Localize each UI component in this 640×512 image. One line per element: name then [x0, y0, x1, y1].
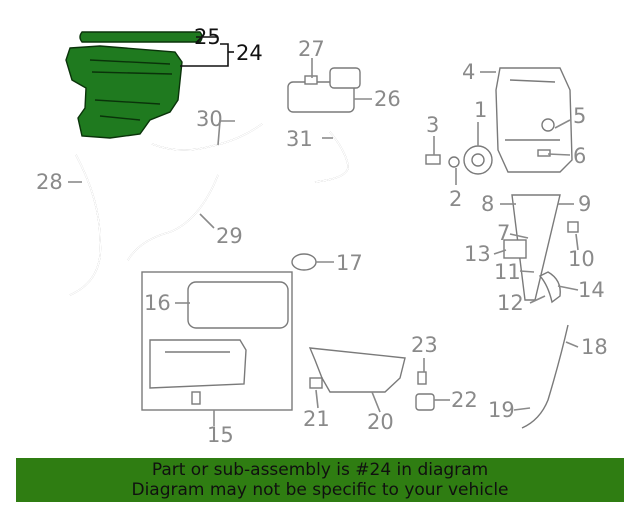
part-25-gasket[interactable]: [79, 31, 203, 43]
callout-7[interactable]: 7: [497, 221, 510, 245]
callout-21[interactable]: 21: [303, 407, 330, 431]
callout-3[interactable]: 3: [426, 113, 439, 137]
banner-line-1: Part or sub-assembly is #24 in diagram: [151, 460, 489, 480]
callout-25[interactable]: 25: [194, 25, 221, 49]
callout-22[interactable]: 22: [451, 388, 478, 412]
callout-17[interactable]: 17: [336, 251, 363, 275]
callout-13[interactable]: 13: [464, 242, 491, 266]
callout-27[interactable]: 27: [298, 37, 325, 61]
callout-8[interactable]: 8: [481, 192, 494, 216]
parts-diagram: 1 2 3 4 5 6 7 8 9 10 11 12 13 14 15 16 1…: [36, 25, 608, 447]
callout-29[interactable]: 29: [216, 224, 243, 248]
callout-20[interactable]: 20: [367, 410, 394, 434]
part-4-timing-cover[interactable]: [495, 67, 573, 173]
callout-1[interactable]: 1: [474, 98, 487, 122]
callout-28[interactable]: 28: [36, 170, 63, 194]
callout-19[interactable]: 19: [488, 398, 515, 422]
callout-10[interactable]: 10: [568, 247, 595, 271]
part-6-bolt[interactable]: [537, 149, 551, 157]
callout-2[interactable]: 2: [449, 187, 462, 211]
part-valve-cover[interactable]: [149, 339, 247, 389]
part-27-cap[interactable]: [304, 75, 318, 85]
part-2-washer[interactable]: [448, 156, 460, 168]
part-24-intake-manifold[interactable]: [65, 45, 183, 139]
callout-24[interactable]: 24: [236, 41, 263, 65]
part-30-hose[interactable]: [151, 123, 263, 151]
callout-30[interactable]: 30: [196, 107, 223, 131]
part-14-guide[interactable]: [538, 271, 561, 304]
part-10-bolt[interactable]: [567, 221, 579, 233]
part-29-tube[interactable]: [127, 174, 219, 261]
banner-line-2: Diagram may not be specific to your vehi…: [131, 480, 509, 500]
callout-9[interactable]: 9: [578, 192, 591, 216]
part-3-bolt[interactable]: [425, 154, 441, 165]
callout-14[interactable]: 14: [578, 278, 605, 302]
part-23-sensor[interactable]: [417, 371, 427, 385]
part-valve-cover-plug[interactable]: [191, 391, 201, 405]
callout-4[interactable]: 4: [462, 60, 475, 84]
callout-16[interactable]: 16: [144, 291, 171, 315]
callout-23[interactable]: 23: [411, 333, 438, 357]
callout-15[interactable]: 15: [207, 423, 234, 447]
part-5-seal[interactable]: [541, 118, 555, 132]
callout-31[interactable]: 31: [286, 127, 313, 151]
part-16-gasket[interactable]: [187, 281, 289, 329]
part-28-tube[interactable]: [69, 154, 102, 296]
callout-26[interactable]: 26: [374, 87, 401, 111]
part-13-tensioner[interactable]: [503, 239, 527, 259]
part-17-filler-cap[interactable]: [291, 253, 317, 271]
part-31-hose[interactable]: [314, 131, 349, 183]
callout-6[interactable]: 6: [573, 144, 586, 168]
callout-11[interactable]: 11: [494, 260, 521, 284]
part-1-damper[interactable]: [463, 145, 493, 175]
part-21-drain-plug[interactable]: [309, 377, 323, 389]
group-15-box: [141, 271, 293, 411]
info-banner: Part or sub-assembly is #24 in diagram D…: [16, 458, 624, 502]
callout-12[interactable]: 12: [497, 291, 524, 315]
callout-18[interactable]: 18: [581, 335, 608, 359]
part-22-oil-filter[interactable]: [415, 393, 435, 411]
part-20-oil-pan[interactable]: [308, 347, 406, 393]
part-18-dipstick[interactable]: [521, 324, 569, 429]
callout-5[interactable]: 5: [573, 104, 586, 128]
part-26-oil-cooler[interactable]: [287, 67, 361, 113]
